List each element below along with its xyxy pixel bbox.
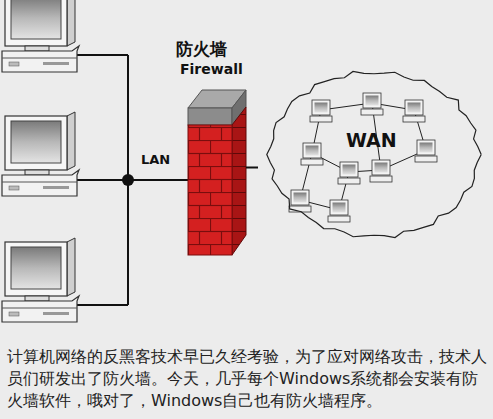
cloud-outline — [258, 62, 490, 247]
wan-label: WAN — [346, 129, 397, 151]
wan-cloud: WAN — [258, 62, 490, 247]
firewall-heading-en: Firewall — [180, 61, 243, 77]
caption-text: 计算机网络的反黑客技术早已久经考验，为了应对网络攻击，技术人员们研发出了防火墙。… — [7, 346, 487, 412]
firewall-heading: 防火墙 — [176, 38, 227, 61]
network-link — [246, 167, 258, 169]
firewall-node: 防火墙Firewall — [188, 88, 246, 255]
wall-outline — [188, 88, 246, 255]
network-label: LAN — [141, 152, 170, 167]
